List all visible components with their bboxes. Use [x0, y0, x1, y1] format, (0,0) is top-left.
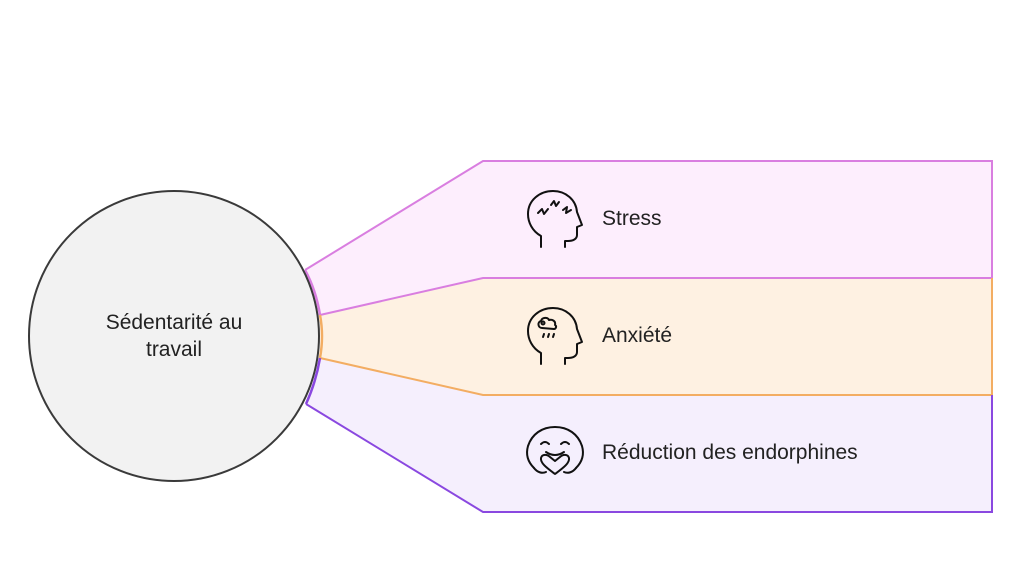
branch-band-anxiety — [320, 278, 992, 395]
branch-outline-endorphins — [305, 395, 993, 513]
branch-outline-anxiety — [319, 278, 993, 396]
circle-arc-endorphins — [304, 357, 322, 405]
circle-arc-stress — [303, 269, 322, 316]
center-label-line2: travail — [145, 338, 203, 361]
center-circle — [28, 190, 320, 482]
branch-label-endorphins: Réduction des endorphines — [602, 441, 858, 464]
center-label-line1: Sédentarité au — [105, 311, 243, 334]
center-label: Sédentarité au travail — [70, 309, 278, 363]
branch-outline-stress — [304, 160, 993, 316]
hugging-face-icon — [526, 426, 584, 475]
branch-label-stress: Stress — [602, 207, 662, 230]
branch-band-endorphins — [306, 358, 992, 512]
branch-label-anxiety: Anxiété — [602, 324, 673, 347]
branch-band-stress — [305, 161, 992, 315]
anxious-head-icon — [527, 307, 583, 365]
stressed-head-icon — [527, 190, 583, 248]
circle-arc-anxiety — [318, 314, 324, 359]
